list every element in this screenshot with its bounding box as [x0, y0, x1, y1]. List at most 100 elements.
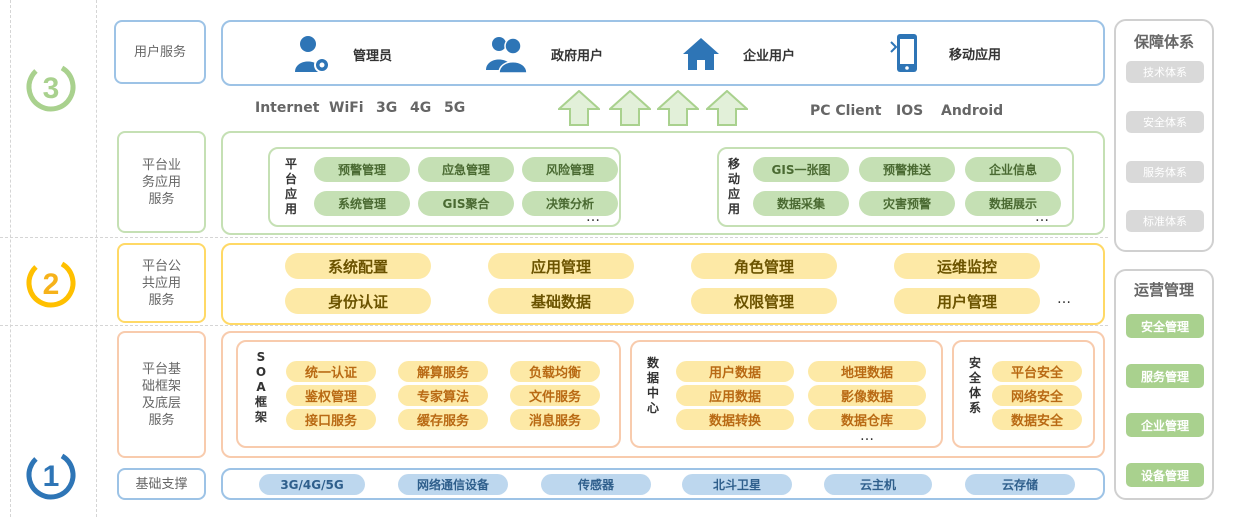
user-label-admin: 管理员 [353, 48, 393, 64]
mobile-phone-icon [890, 34, 917, 72]
mobile-app-item[interactable]: 企业信息 [965, 157, 1061, 182]
guide-line [0, 237, 1108, 238]
public-app-item[interactable]: 应用管理 [488, 253, 634, 279]
platform-app-item[interactable]: 系统管理 [314, 191, 410, 216]
base-support-item[interactable]: 云主机 [824, 474, 932, 495]
client-ios: IOS [896, 103, 924, 119]
up-arrow-icon [657, 90, 699, 126]
client-pc: PC Client [810, 103, 882, 119]
ellipsis: … [860, 428, 874, 444]
operation-management-title: 运营管理 [1133, 281, 1194, 299]
up-arrow-icon [609, 90, 651, 126]
tier-3-number: 3 [43, 72, 60, 105]
mobile-app-item[interactable]: 灾害预警 [859, 191, 955, 216]
tier-1-number: 1 [43, 460, 60, 493]
user-service-panel: 管理员 政府用户 企业用户 移动应用 [221, 20, 1105, 86]
network-3g: 3G [376, 100, 398, 116]
user-enterprise[interactable]: 企业用户 [681, 34, 795, 74]
data-center-title: 数 据 中 心 [646, 356, 659, 415]
public-app-item[interactable]: 身份认证 [285, 288, 431, 314]
security-item[interactable]: 平台安全 [992, 361, 1082, 382]
data-center-item[interactable]: 用户数据 [676, 361, 794, 382]
base-support-item[interactable]: 网络通信设备 [398, 474, 508, 495]
public-app-item[interactable]: 角色管理 [691, 253, 837, 279]
user-service-label: 用户服务 [114, 20, 206, 84]
user-government[interactable]: 政府用户 [485, 34, 603, 74]
public-app-item[interactable]: 用户管理 [894, 288, 1040, 314]
mobile-app-item[interactable]: 预警推送 [859, 157, 955, 182]
soa-item[interactable]: 接口服务 [286, 409, 376, 430]
soa-item[interactable]: 统一认证 [286, 361, 376, 382]
public-app-item[interactable]: 权限管理 [691, 288, 837, 314]
user-admin[interactable]: 管理员 [293, 34, 392, 74]
guarantee-item[interactable]: 技术体系 [1126, 61, 1204, 83]
security-item[interactable]: 数据安全 [992, 409, 1082, 430]
data-center-item[interactable]: 影像数据 [808, 385, 926, 406]
operation-management-panel: 运营管理 安全管理 服务管理 企业管理 设备管理 [1114, 269, 1214, 500]
base-support-item[interactable]: 云存储 [965, 474, 1075, 495]
up-arrow-icon [558, 90, 600, 126]
network-wifi: WiFi [329, 100, 364, 116]
admin-icon [295, 36, 330, 73]
security-item[interactable]: 网络安全 [992, 385, 1082, 406]
platform-app-item[interactable]: 应急管理 [418, 157, 514, 182]
framework-service-panel: S O A 框 架 统一认证 解算服务 负载均衡 鉴权管理 专家算法 文件服务 … [221, 331, 1105, 458]
soa-item[interactable]: 专家算法 [398, 385, 488, 406]
operation-item[interactable]: 企业管理 [1126, 413, 1204, 437]
network-5g: 5G [444, 100, 466, 116]
base-support-panel: 3G/4G/5G 网络通信设备 传感器 北斗卫星 云主机 云存储 [221, 468, 1105, 500]
operation-item[interactable]: 安全管理 [1126, 314, 1204, 338]
guide-line [0, 325, 1108, 326]
tier-2-badge: 2 [24, 256, 78, 310]
guide-line [96, 0, 97, 517]
security-system-box: 安 全 体 系 平台安全 网络安全 数据安全 [952, 340, 1095, 448]
framework-service-label: 平台基 础框架 及底层 服务 [117, 331, 206, 458]
soa-item[interactable]: 文件服务 [510, 385, 600, 406]
network-4g: 4G [410, 100, 432, 116]
data-center-item[interactable]: 地理数据 [808, 361, 926, 382]
base-support-item[interactable]: 北斗卫星 [682, 474, 792, 495]
public-app-item[interactable]: 运维监控 [894, 253, 1040, 279]
network-internet: Internet [255, 100, 320, 116]
ellipsis: … [586, 209, 600, 225]
data-center-item[interactable]: 数据转换 [676, 409, 794, 430]
base-support-item[interactable]: 3G/4G/5G [259, 474, 365, 495]
soa-item[interactable]: 消息服务 [510, 409, 600, 430]
mobile-app-item[interactable]: 数据采集 [753, 191, 849, 216]
guarantee-item[interactable]: 标准体系 [1126, 210, 1204, 232]
operation-item[interactable]: 设备管理 [1126, 463, 1204, 487]
soa-framework-box: S O A 框 架 统一认证 解算服务 负载均衡 鉴权管理 专家算法 文件服务 … [236, 340, 621, 448]
soa-item[interactable]: 缓存服务 [398, 409, 488, 430]
soa-item[interactable]: 解算服务 [398, 361, 488, 382]
guarantee-item[interactable]: 安全体系 [1126, 111, 1204, 133]
mobile-app-item[interactable]: 数据展示 [965, 191, 1061, 216]
user-mobile[interactable]: 移动应用 [887, 32, 1001, 74]
base-support-item[interactable]: 传感器 [541, 474, 651, 495]
operation-item[interactable]: 服务管理 [1126, 364, 1204, 388]
data-center-item[interactable]: 应用数据 [676, 385, 794, 406]
platform-app-item[interactable]: 预警管理 [314, 157, 410, 182]
platform-app-item[interactable]: 决策分析 [522, 191, 618, 216]
ellipsis: … [1057, 291, 1071, 307]
public-app-item[interactable]: 系统配置 [285, 253, 431, 279]
user-label-mobile: 移动应用 [949, 47, 1002, 63]
soa-item[interactable]: 鉴权管理 [286, 385, 376, 406]
mobile-apps-title: 移 动 应 用 [727, 157, 740, 216]
mobile-app-item[interactable]: GIS一张图 [753, 157, 849, 182]
security-system-title: 安 全 体 系 [968, 356, 981, 415]
up-arrow-icon [706, 90, 748, 126]
user-label-enterprise: 企业用户 [743, 48, 796, 64]
tier-2-number: 2 [43, 268, 60, 301]
platform-apps-title: 平 台 应 用 [284, 157, 297, 216]
public-app-item[interactable]: 基础数据 [488, 288, 634, 314]
guarantee-item[interactable]: 服务体系 [1126, 161, 1204, 183]
soa-item[interactable]: 负载均衡 [510, 361, 600, 382]
guide-line [10, 0, 11, 517]
platform-app-item[interactable]: 风险管理 [522, 157, 618, 182]
business-service-label: 平台业 务应用 服务 [117, 131, 206, 233]
guarantee-system-title: 保障体系 [1133, 33, 1194, 51]
platform-app-item[interactable]: GIS聚合 [418, 191, 514, 216]
public-service-label: 平台公 共应用 服务 [117, 243, 206, 323]
tier-1-badge: 1 [24, 448, 78, 502]
data-center-item[interactable]: 数据仓库 [808, 409, 926, 430]
